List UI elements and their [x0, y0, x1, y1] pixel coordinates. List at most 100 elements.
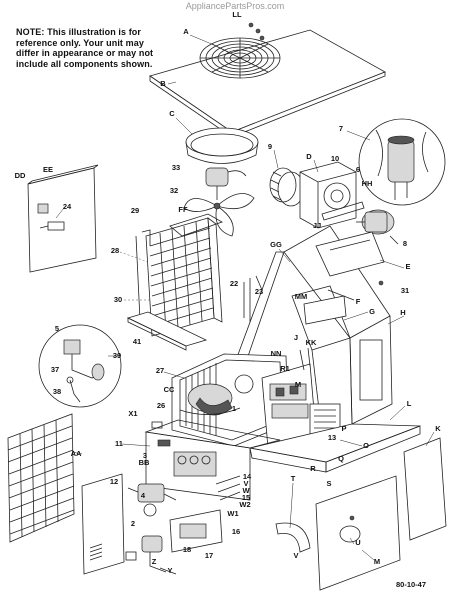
callout-label: 16 [231, 527, 241, 536]
condenser-coil-ff [119, 213, 223, 337]
control-board-m [261, 347, 317, 449]
callout-label: V [293, 551, 299, 560]
callout-label: R [310, 464, 316, 473]
callout-label: 10 [330, 154, 340, 163]
callout-label: DD [14, 171, 26, 180]
callout-label: G [369, 307, 375, 316]
side-panel-k [403, 437, 447, 541]
callout-label: 17 [204, 551, 214, 560]
fan-blade-32 [183, 193, 255, 237]
callout-label: Z [151, 557, 157, 566]
base-pan-l [249, 423, 421, 473]
callout-label: NN [270, 349, 282, 358]
callout-label: 1 [231, 404, 237, 413]
callout-label: R1 [280, 364, 290, 373]
callout-label: 7 [338, 124, 344, 133]
callout-label: GG [270, 240, 282, 249]
callout-label: AA [70, 449, 82, 458]
fan-motor-33 [205, 167, 247, 200]
callout-label: 8 [402, 239, 408, 248]
callout-label: 22 [229, 279, 239, 288]
drawing-code: 80-10-47 [396, 580, 427, 589]
disclaimer-note: NOTE: This illustration is for reference… [16, 27, 176, 69]
blower-wheel-9 [269, 167, 305, 207]
callout-label: D [306, 152, 312, 161]
callout-label: KK [305, 338, 317, 347]
callout-label: S [326, 479, 332, 488]
callout-label: 6 [355, 165, 361, 174]
callout-label: 5 [54, 324, 60, 333]
callout-label: 37 [50, 365, 60, 374]
callout-label: 31 [400, 286, 410, 295]
callout-label: 26 [156, 401, 166, 410]
callout-label: Q [338, 454, 344, 463]
callout-label: 28 [110, 246, 120, 255]
callout-label: Y [167, 566, 173, 575]
base-bottom-assembly [144, 419, 281, 501]
top-panel-b [149, 29, 386, 138]
callout-label: 11 [115, 439, 123, 448]
front-grille-aa [7, 413, 83, 543]
callout-label: X1 [128, 409, 138, 418]
callout-label: W2 [239, 500, 251, 509]
motor-mount-jj [321, 201, 365, 221]
callout-label: M [373, 557, 381, 566]
callout-label: M [294, 380, 302, 389]
callout-label: 29 [130, 206, 140, 215]
callout-label: A [183, 27, 189, 36]
callout-label: 39 [112, 351, 122, 360]
orifice-ring-c [185, 127, 259, 164]
callout-label: V [243, 479, 249, 488]
callout-label: 32 [169, 186, 179, 195]
callout-label: 27 [155, 366, 165, 375]
callout-label: F [355, 297, 361, 306]
side-access-panel-m [315, 475, 401, 591]
note-line: reference only. Your unit may [16, 37, 144, 48]
front-access-panel [81, 473, 125, 575]
callout-label: 14 [242, 472, 252, 481]
callout-label: C [169, 109, 175, 118]
valve-detail-circle-5 [38, 324, 122, 408]
callout-label: 33 [171, 163, 181, 172]
small-parts-y [125, 551, 177, 575]
callout-label: 2 [130, 519, 136, 528]
coil-rail-41 [126, 311, 208, 351]
callout-label: 4 [140, 491, 146, 500]
callout-label: 38 [52, 387, 62, 396]
side-panel-dd [27, 164, 99, 273]
callout-label: 13 [327, 433, 337, 442]
cabinet-frame [235, 225, 393, 425]
access-panel-e [315, 231, 385, 301]
callout-label: FF [178, 205, 188, 214]
callout-label: W [242, 486, 250, 495]
gas-valve-2 [127, 483, 177, 573]
callout-label: LL [232, 10, 242, 19]
callout-label: O [363, 441, 369, 450]
callout-label: EE [42, 165, 54, 174]
callout-label: MM [294, 292, 308, 301]
callout-label: U [355, 538, 361, 547]
callout-label: 41 [132, 337, 142, 346]
callout-label: E [405, 262, 411, 271]
blower-housing-d [299, 161, 357, 229]
callout-label: 23 [254, 287, 264, 296]
callout-label: L [406, 399, 412, 408]
duct-elbow-v [275, 522, 311, 553]
note-line: include all components shown. [16, 58, 153, 69]
callout-label: H [400, 308, 406, 317]
callout-label: 24 [62, 202, 72, 211]
watermark-text: AppliancePartsPros.com [185, 1, 285, 11]
motor-detail-circle-7 [346, 118, 446, 206]
leader-lines [121, 34, 435, 561]
screws-ll [248, 22, 265, 41]
note-line: NOTE: This illustration is for [16, 27, 142, 37]
callout-label: CC [163, 385, 175, 394]
callout-label: T [290, 474, 296, 483]
fan-grille-a [199, 37, 281, 79]
callout-label: 3 [142, 451, 148, 460]
callout-label: K [435, 424, 441, 433]
callout-label: JJ [312, 221, 322, 230]
note-line: differ in appearance or may not [16, 48, 154, 58]
callout-label: J [293, 333, 299, 342]
